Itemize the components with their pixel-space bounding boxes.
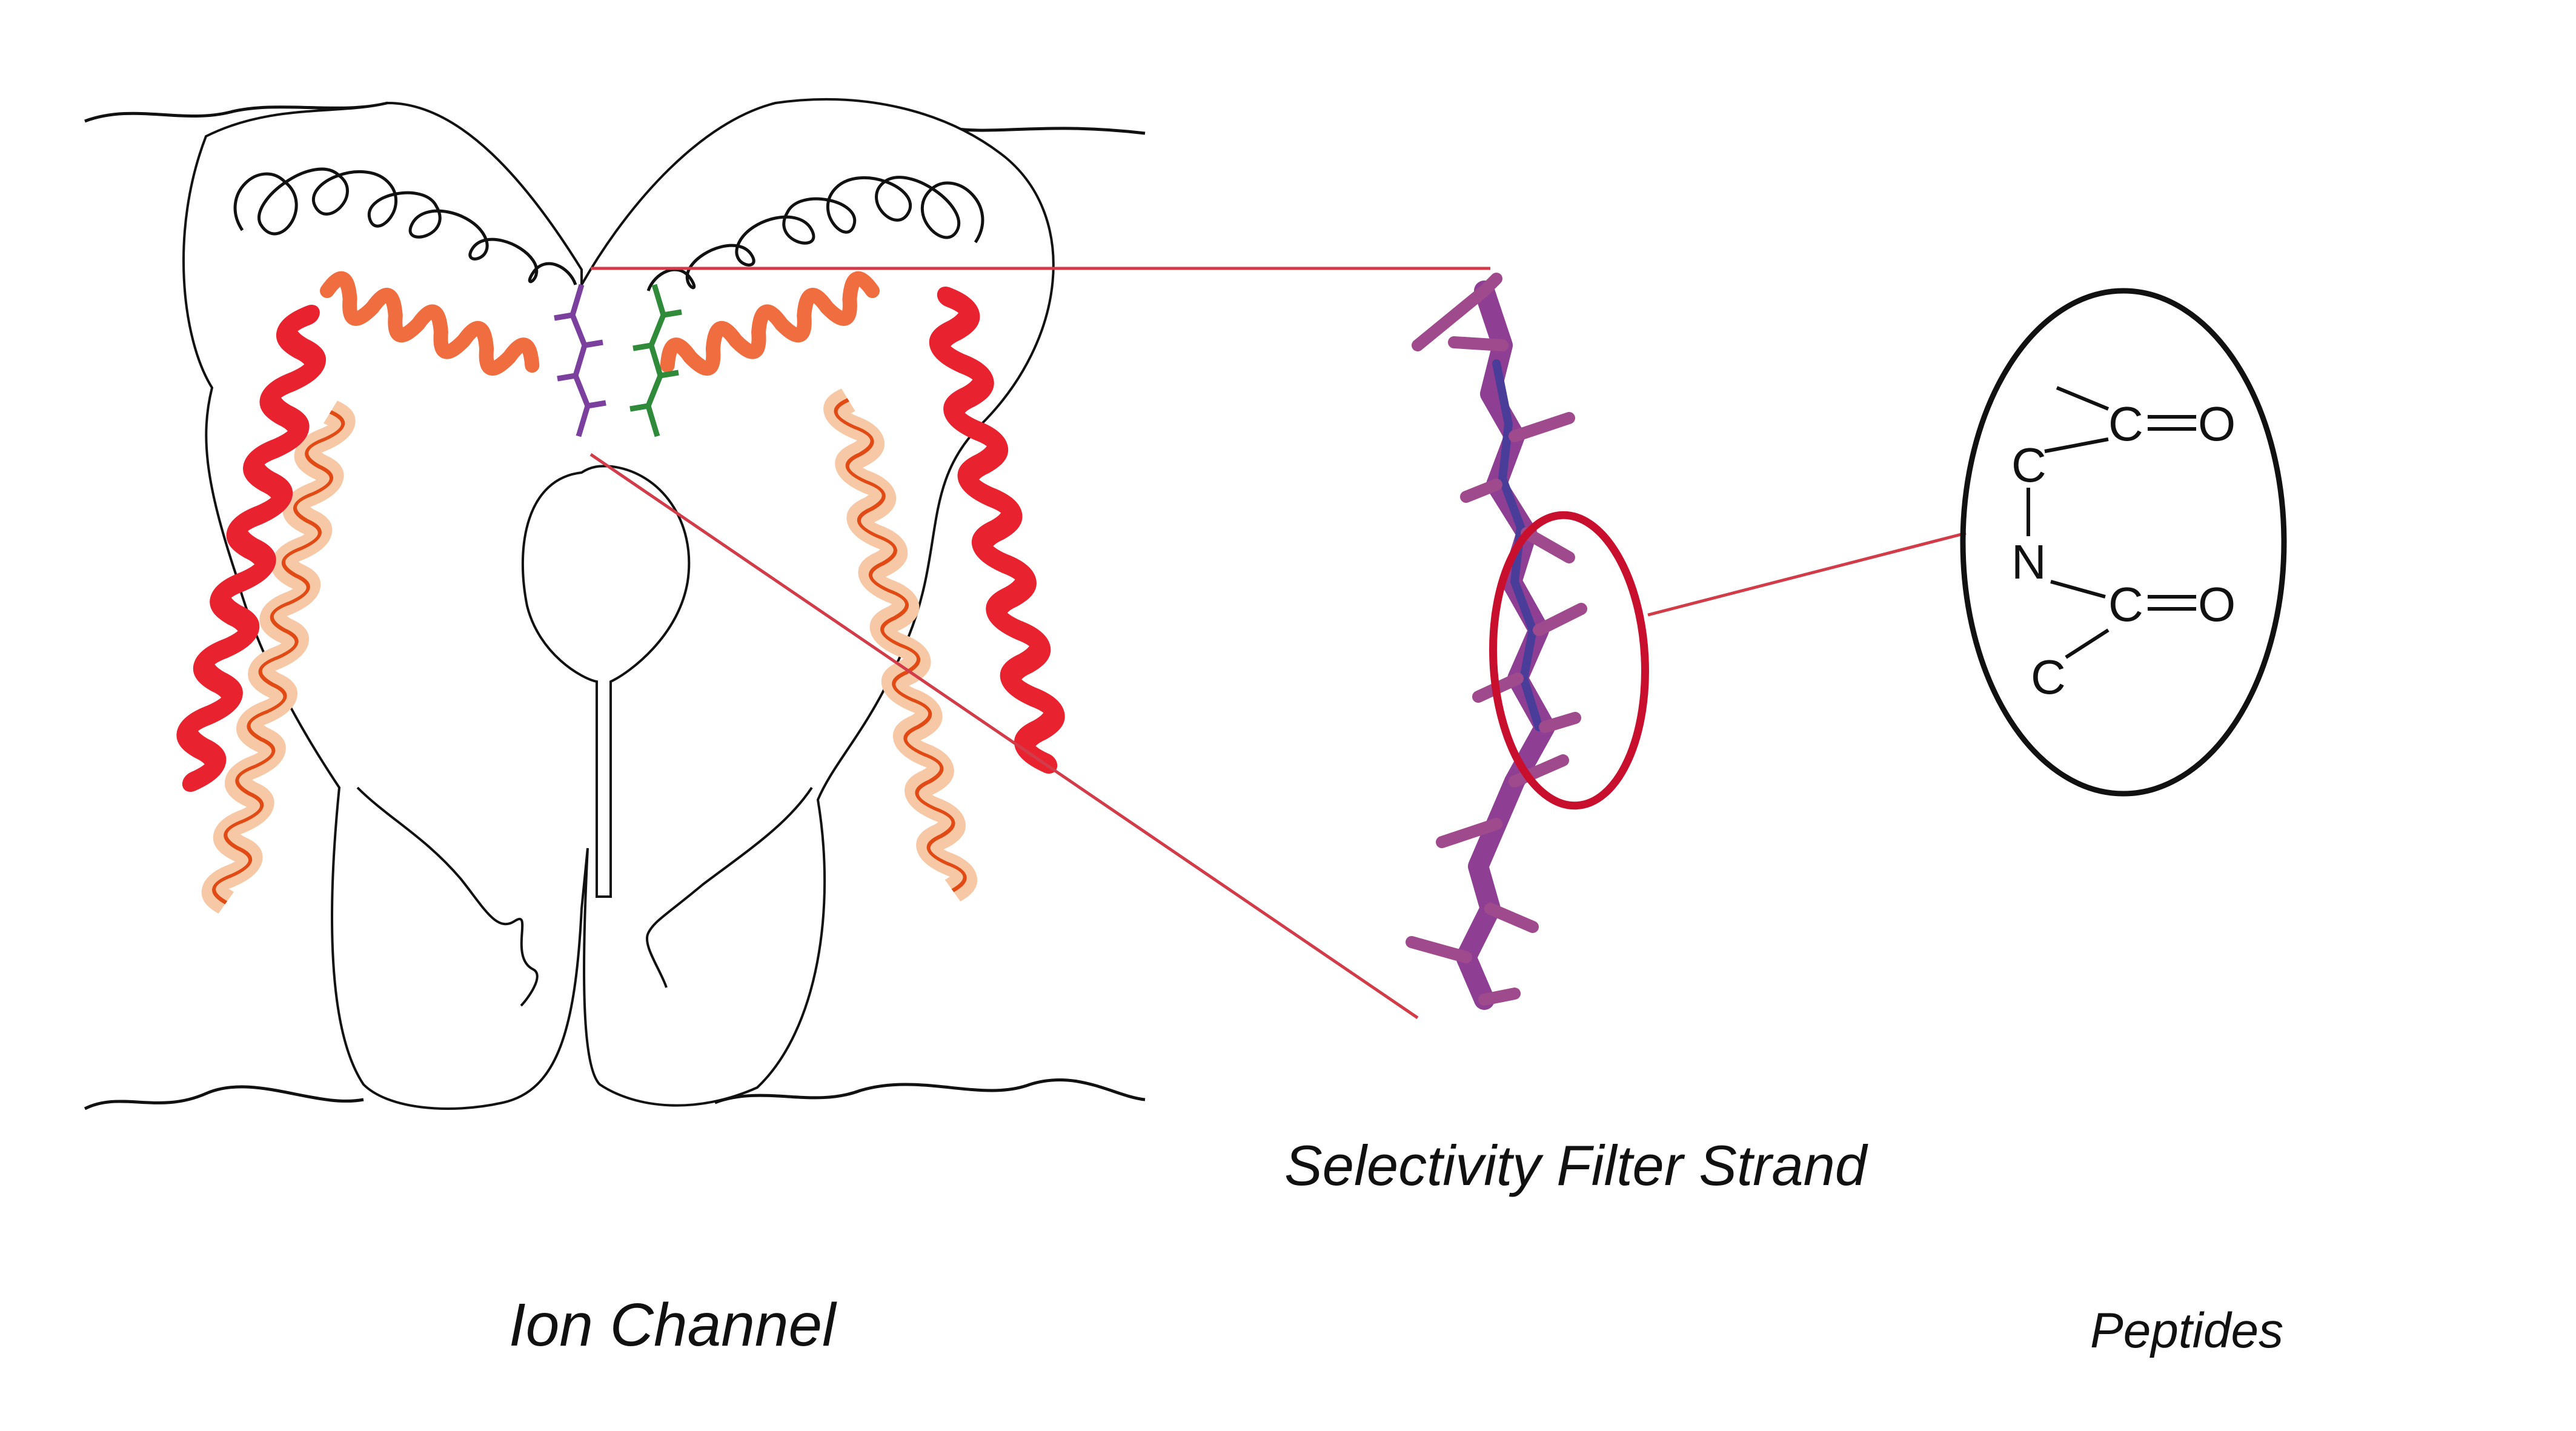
- inner-helix-left-outline: [212, 410, 345, 905]
- zoom-line-bottom: [589, 453, 1419, 1020]
- intracellular-loop-left: [356, 786, 539, 1007]
- selectivity-filter-strand-model: [1406, 273, 1649, 1010]
- extracellular-loops-right: [646, 176, 984, 291]
- peptide-ellipse: [1960, 288, 2287, 797]
- atom-c2: C: [2108, 577, 2143, 631]
- central-pore: [521, 465, 691, 898]
- pore-helix-left: [320, 271, 540, 376]
- outer-helix-right: [929, 287, 1065, 774]
- atom-n: N: [2011, 535, 2047, 589]
- zoom-line-peptide: [1647, 531, 1967, 617]
- atom-c1: C: [2108, 397, 2143, 451]
- outer-helix-left: [176, 305, 326, 792]
- peptides-caption: Peptides: [2090, 1303, 2284, 1358]
- highlight-ellipse: [1489, 511, 1649, 810]
- atom-o2: O: [2198, 577, 2236, 631]
- strand-side-chains: [1406, 273, 1587, 1006]
- pore-helix-right: [660, 271, 880, 376]
- bond-c1-top: [2056, 386, 2110, 411]
- bond-c1-calpha: [2044, 437, 2109, 453]
- atom-c-alpha: C: [2011, 438, 2047, 492]
- selectivity-filter-caption: Selectivity Filter Strand: [1284, 1134, 1867, 1197]
- zoom-connector-lines: [589, 267, 1967, 1020]
- bond-n-c2: [2050, 580, 2106, 599]
- extracellular-loops-left: [233, 167, 577, 285]
- ion-channel-caption: Ion Channel: [509, 1291, 836, 1359]
- filter-strand-left: [554, 284, 606, 437]
- filter-strand-right: [629, 284, 682, 437]
- inner-helix-right-outline: [834, 398, 967, 892]
- ion-channel-drawing: [84, 98, 1146, 1111]
- atom-o1: O: [2198, 397, 2236, 451]
- membrane-bottom-line: [84, 1078, 1146, 1111]
- atom-c3: C: [2031, 650, 2066, 704]
- bond-c2-c3: [2065, 628, 2110, 659]
- intracellular-loop-right: [646, 786, 813, 988]
- peptide-structure: C O C N C O C: [1960, 288, 2287, 797]
